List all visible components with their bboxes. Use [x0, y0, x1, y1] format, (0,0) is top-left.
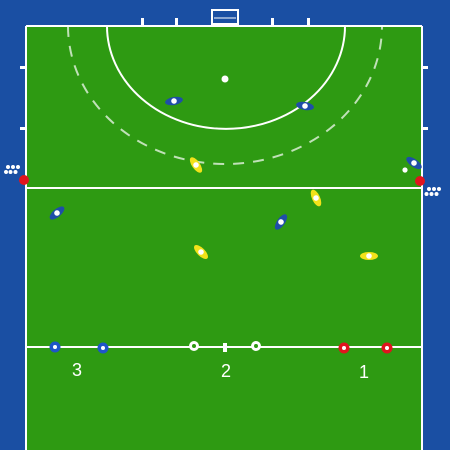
cone-marker-red	[385, 346, 389, 350]
player-topdown-icon	[360, 252, 378, 260]
ball-icon	[428, 191, 435, 197]
ball-icon	[10, 164, 16, 170]
ball-icon	[5, 164, 11, 170]
tick-mark	[141, 18, 144, 25]
player-topdown-icon	[49, 206, 65, 220]
cone-marker-blue	[101, 346, 105, 350]
field-lines	[25, 25, 423, 450]
cone-marker-icon	[415, 176, 425, 186]
penalty-spot	[221, 75, 229, 83]
center-tick	[223, 343, 227, 352]
player-topdown-icon	[165, 96, 183, 106]
ball-icon	[12, 169, 19, 175]
tick-mark	[271, 18, 274, 25]
playing-field	[26, 26, 422, 450]
ball-icon	[431, 186, 437, 192]
player-topdown-icon	[189, 157, 203, 173]
tick-mark	[175, 18, 178, 25]
player-topdown-icon	[406, 156, 422, 170]
ball-icon	[7, 169, 14, 175]
tick-mark	[20, 127, 26, 130]
player-topdown-icon	[296, 101, 314, 111]
shooting-circle	[106, 25, 346, 130]
tick-mark	[422, 66, 428, 69]
zone-label-1: 1	[359, 362, 369, 382]
ball-pile-left	[3, 164, 21, 175]
cone-marker-white	[192, 344, 196, 348]
goal-frame	[211, 9, 239, 25]
player-topdown-icon	[274, 214, 288, 230]
cone-marker-icon	[19, 175, 29, 185]
tick-mark	[20, 66, 26, 69]
ball-icon	[436, 186, 442, 192]
ball-icon	[402, 167, 408, 173]
ball-icon	[15, 164, 21, 170]
ball-icon	[3, 169, 9, 175]
ball-pile-right	[423, 186, 442, 197]
blue-team	[49, 96, 422, 230]
tick-mark	[307, 18, 310, 25]
half-line-markers	[49, 341, 393, 354]
player-topdown-icon	[194, 245, 208, 259]
dashed-circle	[67, 25, 383, 165]
cone-marker-blue	[53, 345, 57, 349]
cone-marker-white	[254, 344, 258, 348]
player-topdown-icon	[310, 189, 322, 207]
zone-label-2: 2	[221, 361, 231, 381]
cone-marker-red	[342, 346, 346, 350]
quarter-line-markers	[19, 175, 425, 186]
yellow-team	[189, 157, 378, 260]
ball-icon	[423, 191, 430, 197]
pitch-ticks	[20, 18, 428, 352]
goal	[211, 9, 239, 25]
zone-label-3: 3	[72, 360, 82, 380]
ball-icon	[433, 191, 440, 197]
tick-mark	[422, 127, 428, 130]
ball-icon	[426, 186, 432, 192]
